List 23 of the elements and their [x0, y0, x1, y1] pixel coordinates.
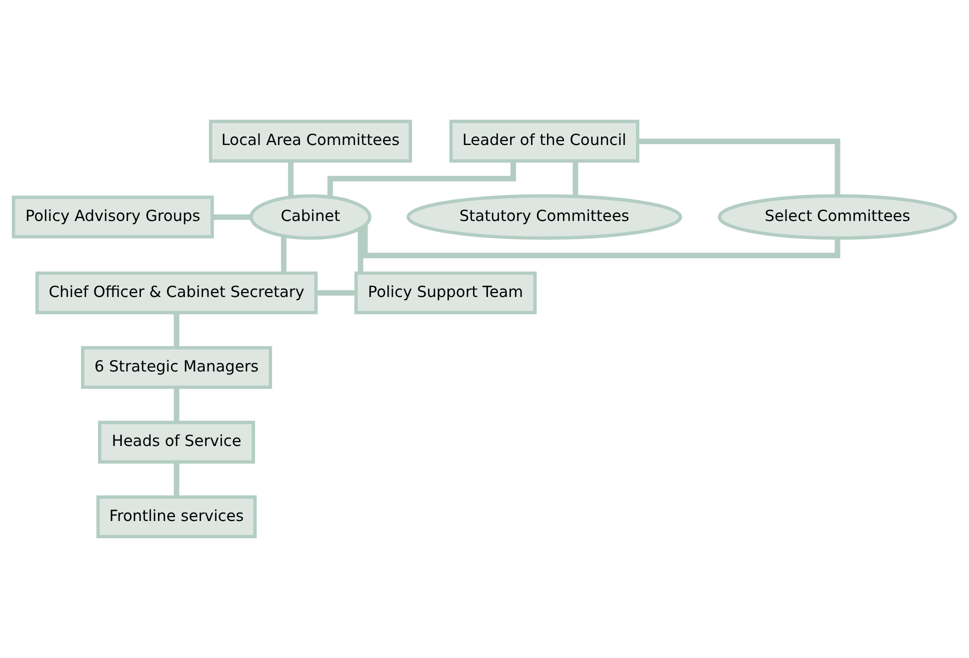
node-box: Chief Officer & Cabinet Secretary: [35, 271, 318, 314]
connector: [174, 312, 180, 348]
node-ellipse: Statutory Committees: [406, 194, 682, 240]
connector: [316, 290, 356, 296]
connector: [288, 161, 294, 197]
connector: [280, 236, 286, 273]
connector: [362, 225, 840, 258]
connector: [327, 161, 516, 197]
node-box: Local Area Committees: [208, 120, 412, 163]
node-box: Heads of Service: [98, 420, 256, 464]
connector: [174, 462, 180, 497]
connector: [638, 138, 840, 196]
node-ellipse: Select Committees: [718, 194, 958, 240]
node-ellipse: Cabinet: [250, 194, 372, 240]
node-box: Leader of the Council: [449, 120, 640, 163]
connector: [174, 388, 180, 422]
connector: [572, 161, 578, 196]
connector: [212, 214, 252, 220]
connector: [358, 228, 364, 274]
node-box: 6 Strategic Managers: [81, 346, 272, 389]
node-box: Policy Advisory Groups: [12, 196, 214, 238]
node-box: Policy Support Team: [354, 271, 537, 314]
node-box: Frontline services: [96, 495, 257, 538]
